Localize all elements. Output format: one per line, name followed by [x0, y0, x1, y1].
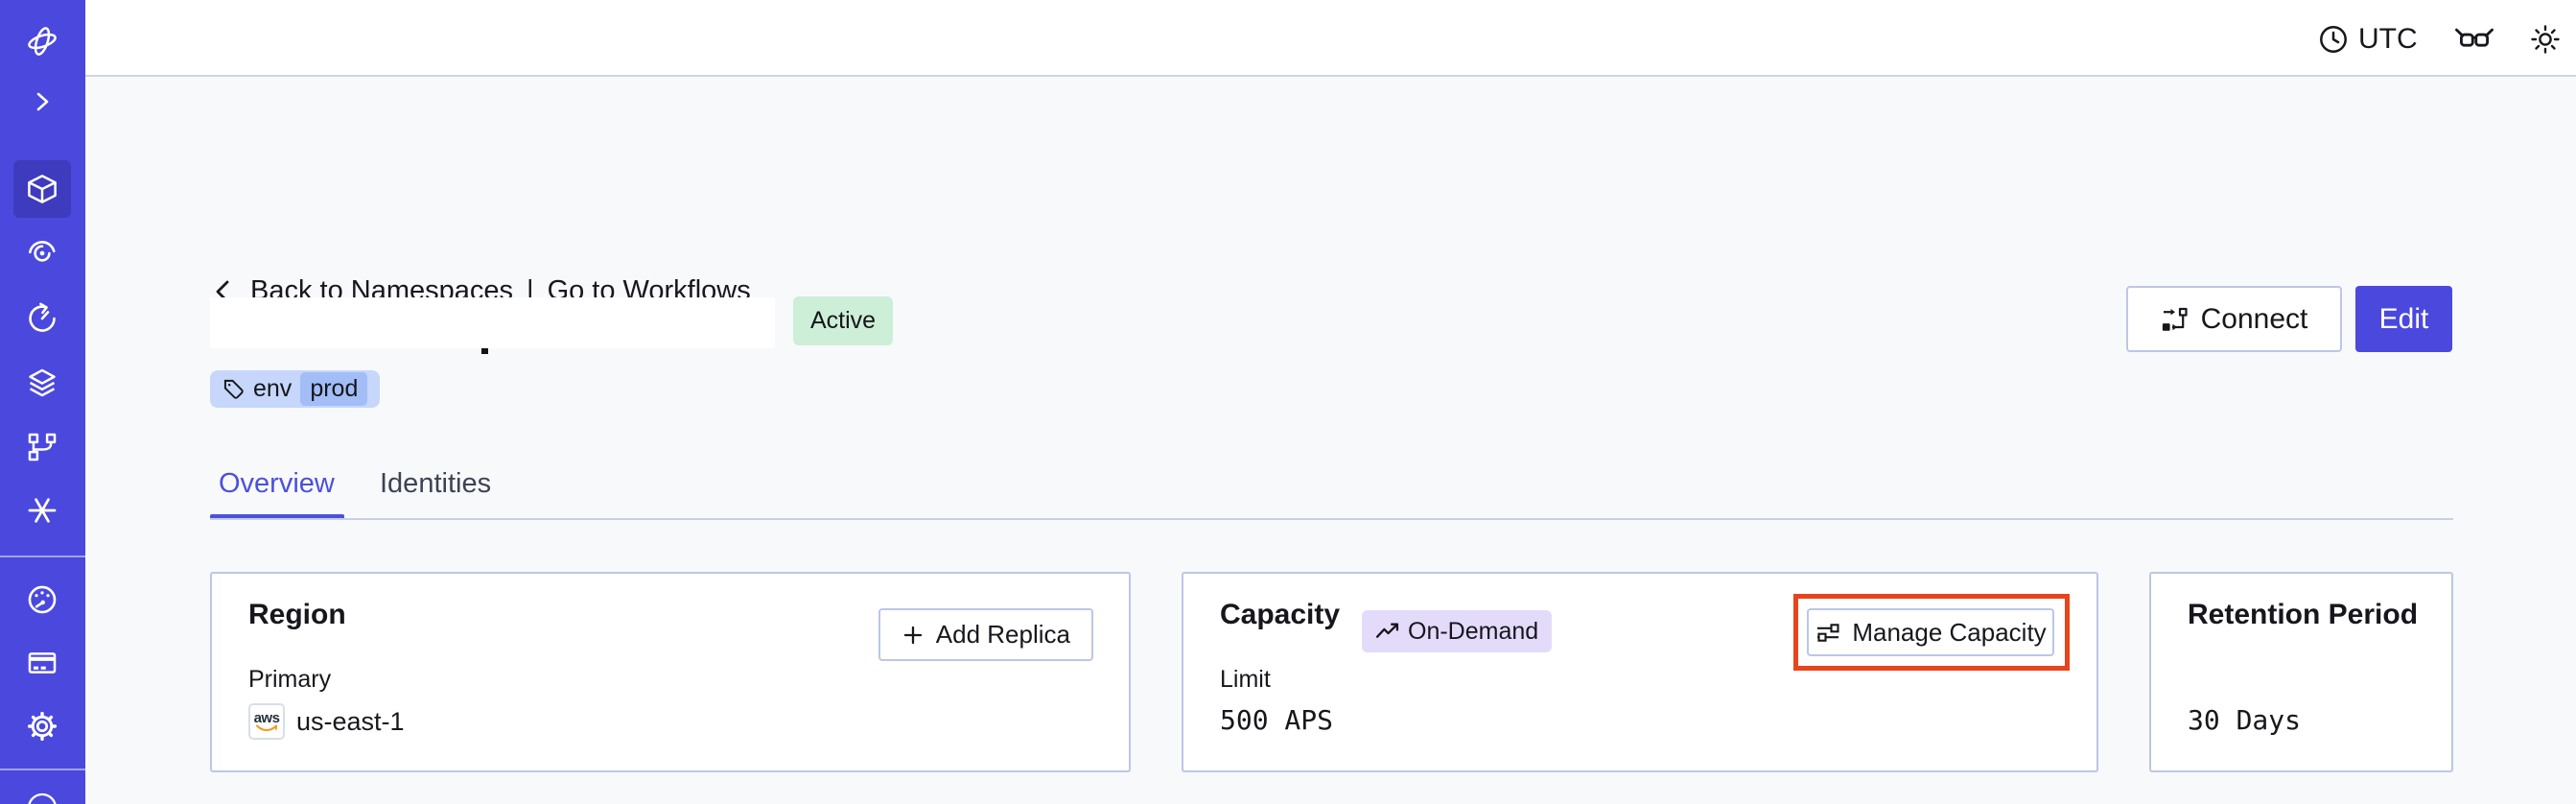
capacity-card: Capacity On-Demand	[1182, 572, 2098, 772]
annotation-highlight-box: Manage Capacity	[1793, 594, 2070, 671]
edit-button-label: Edit	[2378, 302, 2429, 335]
manage-capacity-button[interactable]: Manage Capacity	[1807, 608, 2054, 656]
status-badge: Active	[793, 296, 894, 345]
settings-gear-icon[interactable]	[25, 709, 59, 744]
deployments-icon[interactable]	[25, 366, 59, 400]
capacity-field-label: Limit	[1220, 666, 1271, 693]
sidebar-divider	[0, 769, 85, 770]
sidebar	[0, 0, 85, 804]
sliders-icon	[1815, 619, 1841, 646]
timezone-selector[interactable]: UTC	[2318, 23, 2418, 56]
timezone-label: UTC	[2358, 23, 2418, 55]
plus-icon	[902, 624, 925, 647]
edit-button[interactable]: Edit	[2355, 286, 2452, 352]
namespace-name-remnant	[481, 348, 488, 354]
active-tab-underline	[210, 514, 344, 519]
billing-card-icon[interactable]	[25, 646, 59, 680]
tag-key: env	[253, 375, 293, 402]
on-demand-label: On-Demand	[1408, 617, 1539, 645]
top-bar: UTC	[85, 0, 2576, 77]
tab-bar-divider	[210, 518, 2453, 520]
trending-up-icon	[1375, 620, 1399, 644]
connect-button-label: Connect	[2200, 302, 2308, 335]
glasses-icon[interactable]	[2454, 26, 2494, 53]
capacity-value: 500 APS	[1220, 704, 1334, 736]
temporal-logo-icon[interactable]	[25, 24, 59, 59]
branch-icon[interactable]	[25, 430, 59, 464]
aws-logo-text: aws	[253, 709, 280, 726]
manage-capacity-label: Manage Capacity	[1852, 617, 2047, 647]
connect-button[interactable]: Connect	[2126, 286, 2342, 352]
sidebar-divider	[0, 556, 85, 557]
capacity-card-title: Capacity	[1220, 599, 1341, 630]
nexus-asterisk-icon[interactable]	[25, 493, 59, 528]
clock-icon	[2318, 24, 2349, 55]
add-replica-button[interactable]: Add Replica	[878, 608, 1093, 661]
namespaces-icon[interactable]	[25, 172, 59, 206]
connect-icon	[2161, 305, 2190, 334]
add-replica-label: Add Replica	[935, 620, 1070, 649]
tab-identities[interactable]: Identities	[380, 468, 492, 499]
namespace-tag[interactable]: env prod	[210, 370, 381, 408]
region-card-title: Region	[248, 599, 346, 630]
usage-gauge-icon[interactable]	[25, 582, 59, 617]
on-demand-badge: On-Demand	[1362, 610, 1553, 652]
region-field-label: Primary	[248, 666, 332, 693]
expand-chevron-icon[interactable]	[25, 84, 59, 119]
tag-value-chip: prod	[300, 372, 368, 406]
namespace-name-redacted	[210, 297, 775, 348]
breadcrumb-separator: |	[527, 275, 534, 306]
aws-provider-icon: aws	[248, 703, 285, 740]
retention-value: 30 Days	[2188, 704, 2302, 736]
schedules-icon[interactable]	[25, 301, 59, 336]
workflows-icon[interactable]	[25, 236, 59, 271]
support-icon[interactable]	[25, 787, 59, 804]
tag-icon	[222, 378, 245, 400]
brightness-icon[interactable]	[2529, 23, 2562, 56]
region-value: us-east-1	[296, 707, 405, 736]
retention-card: Retention Period 30 Days	[2149, 572, 2453, 772]
retention-card-title: Retention Period	[2188, 599, 2419, 630]
tab-overview[interactable]: Overview	[219, 468, 335, 499]
main-content: Back to Namespaces | Go to Workflows Act…	[85, 79, 2576, 804]
region-card: Region Add Replica Primary aws us-east-1	[210, 572, 1131, 772]
